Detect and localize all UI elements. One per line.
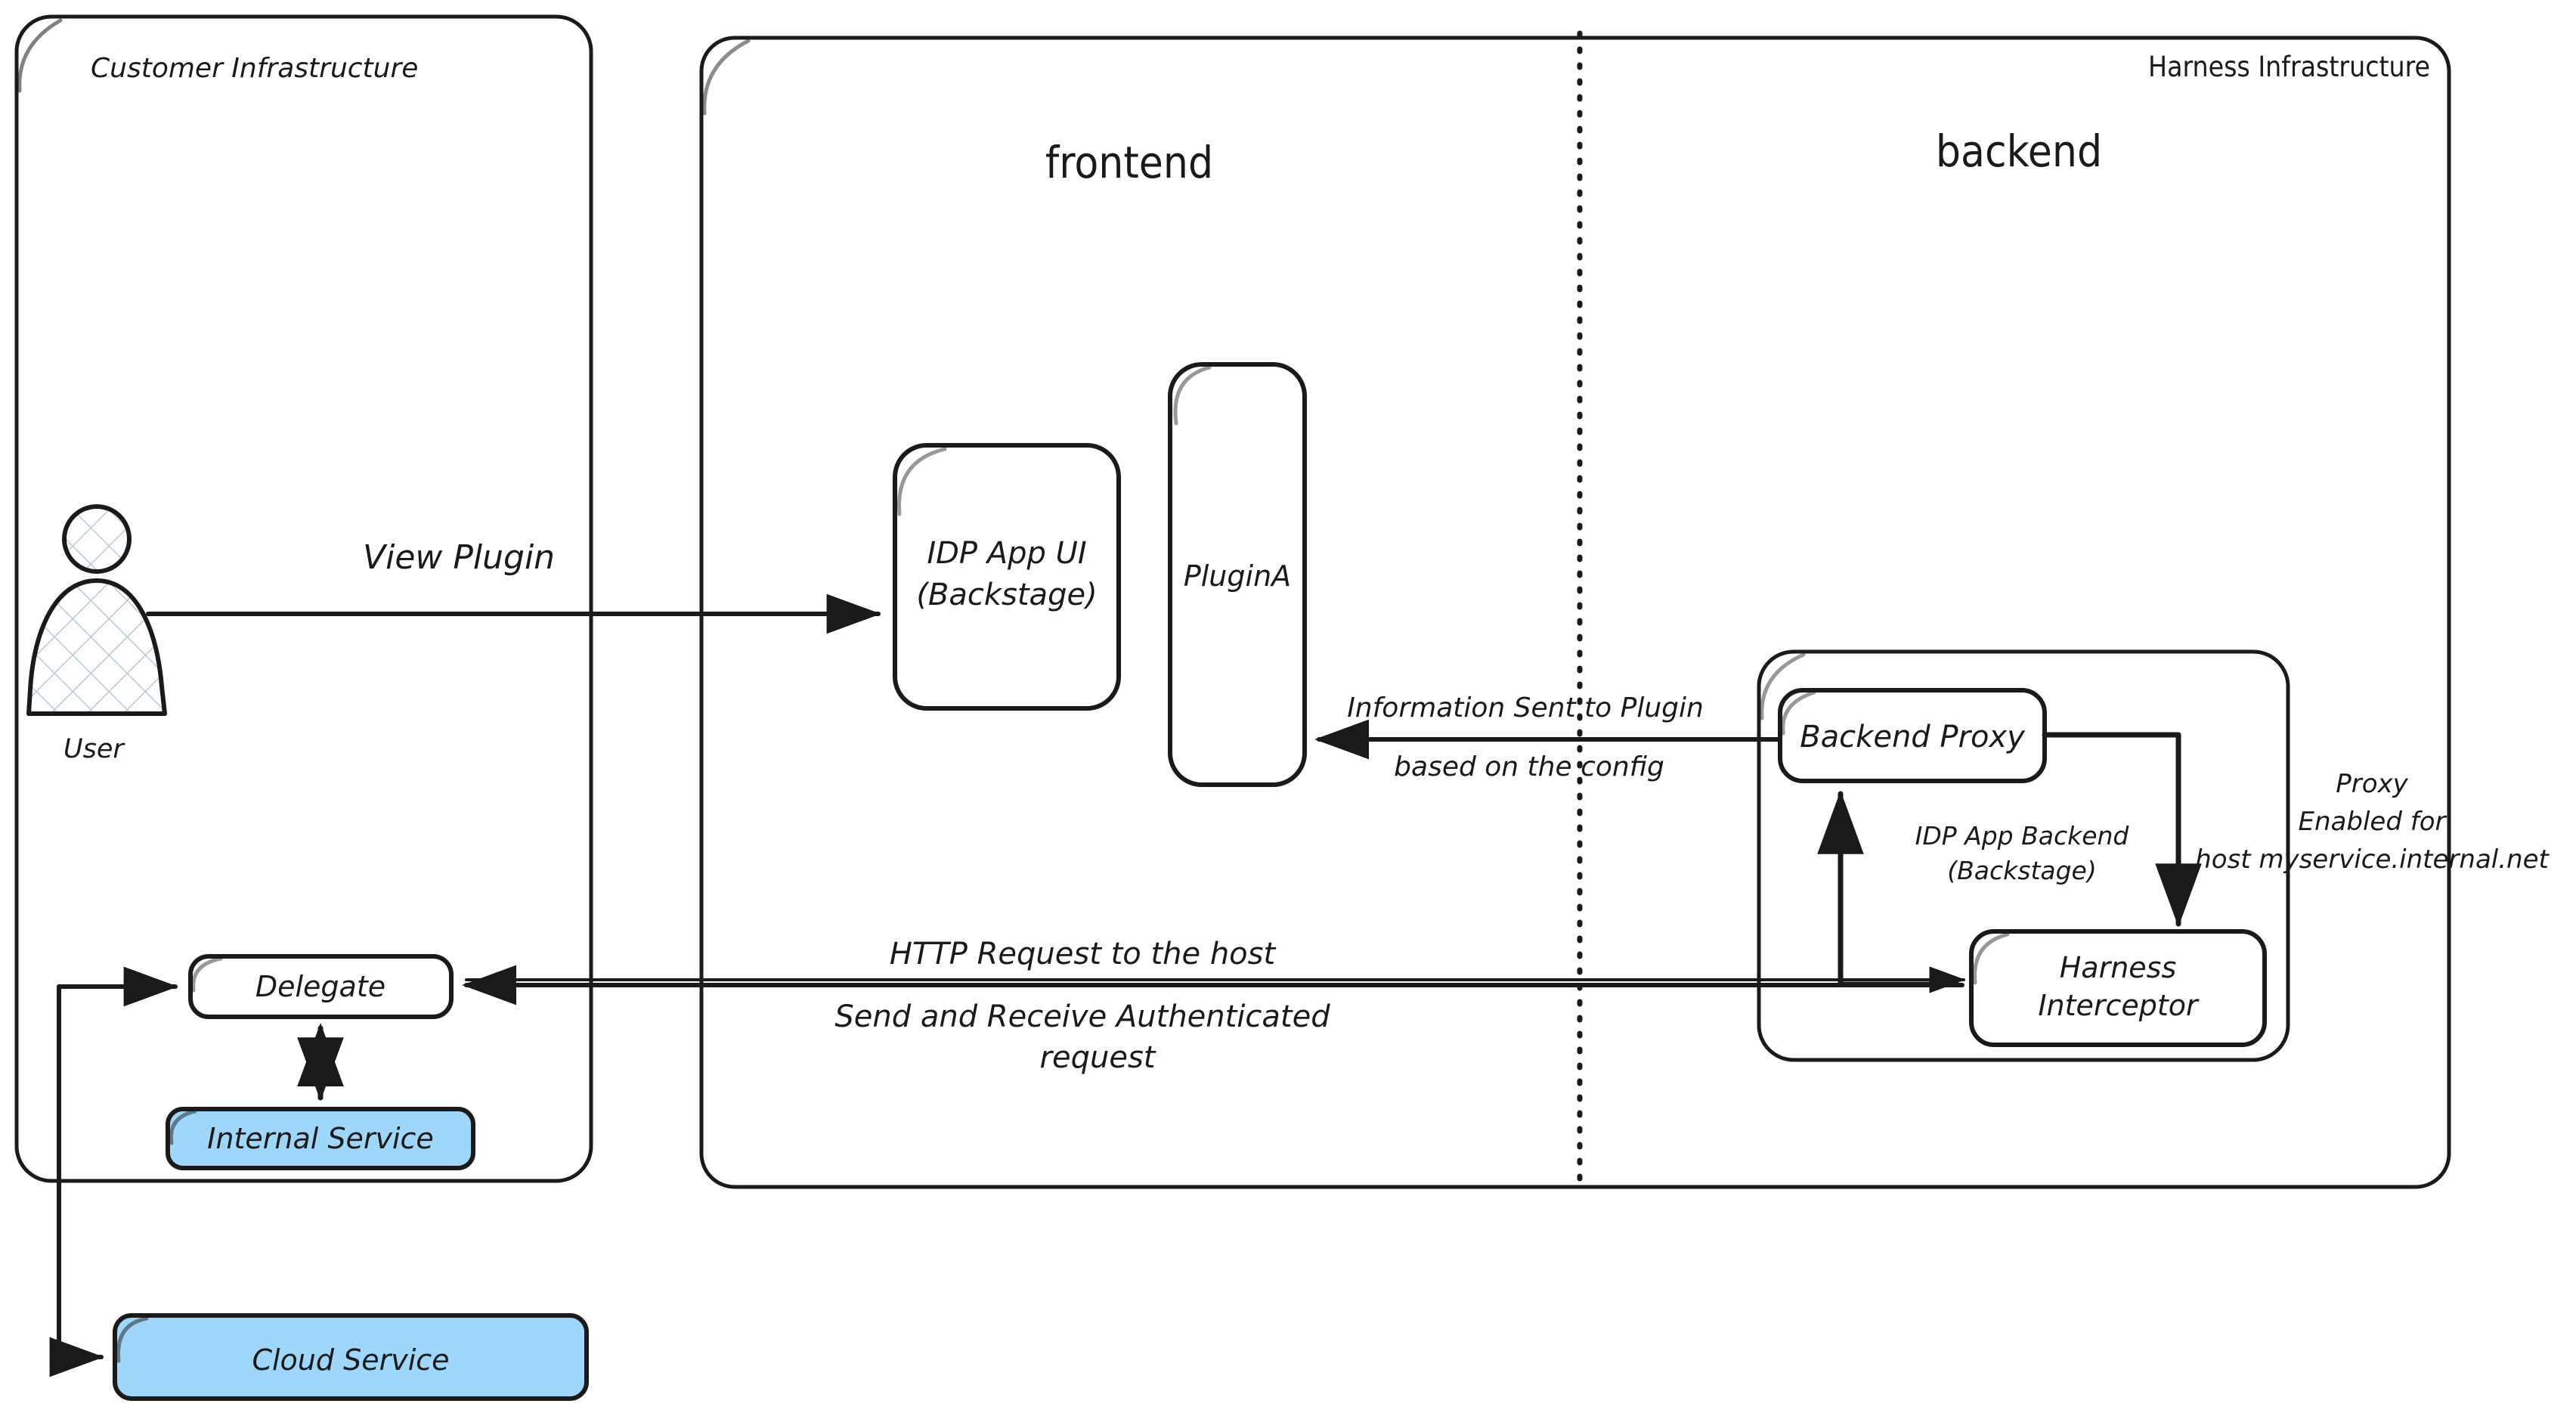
group-idp-app-backend: IDP App Backend (Backstage) <box>1757 649 2290 1062</box>
node-backend-proxy[interactable]: Backend Proxy <box>1778 688 2047 783</box>
node-internal-service[interactable]: Internal Service <box>166 1107 475 1170</box>
group-customer-infrastructure: Customer Infrastructure <box>14 14 593 1183</box>
edge-label-proxy-enabled-line1: Proxy <box>2336 769 2408 799</box>
node-delegate[interactable]: Delegate <box>188 954 454 1019</box>
node-label-cloud-service: Cloud Service <box>252 1343 449 1377</box>
edge-proxy-enabled: Proxy Enabled for host myservice.interna… <box>2042 732 2550 928</box>
edge-view-plugin: View Plugin <box>146 538 881 634</box>
node-label-idp-app-ui-line1: IDP App UI <box>927 536 1086 571</box>
group-label-idp-app-backend-line2: (Backstage) <box>1947 856 2096 885</box>
edge-label-proxy-enabled-line3: host myservice.internal.net <box>2195 844 2550 875</box>
user-icon-head <box>62 504 132 574</box>
edge-label-info-to-plugin-line1: Information Sent to Plugin <box>1347 693 1704 723</box>
node-label-internal-service: Internal Service <box>207 1122 434 1155</box>
edge-label-view-plugin: View Plugin <box>363 538 555 577</box>
user-label: User <box>63 734 125 764</box>
node-idp-app-ui[interactable]: IDP App UI (Backstage) <box>893 443 1121 711</box>
user-actor: User <box>26 504 167 764</box>
user-icon-body <box>26 578 167 716</box>
node-label-idp-app-ui-line2: (Backstage) <box>916 578 1097 612</box>
node-label-plugin-a: PluginA <box>1184 559 1291 593</box>
edge-label-http-request-line1: HTTP Request to the host <box>890 937 1277 971</box>
edge-label-info-to-plugin-line2: based on the config <box>1394 751 1664 782</box>
node-harness-interceptor[interactable]: Harness Interceptor <box>1969 929 2267 1047</box>
edge-label-http-request-line2: Send and Receive Authenticated <box>834 999 1330 1034</box>
node-label-backend-proxy: Backend Proxy <box>1800 720 2026 754</box>
node-cloud-service[interactable]: Cloud Service <box>113 1313 589 1401</box>
edge-label-proxy-enabled-line2: Enabled for <box>2299 807 2448 837</box>
group-label-harness-infrastructure: Harness Infrastructure <box>2148 51 2430 83</box>
edge-info-to-plugin: Information Sent to Plugin based on the … <box>1314 693 1780 782</box>
section-heading-frontend: frontend <box>1045 137 1213 188</box>
edge-http-request: HTTP Request to the host Send and Receiv… <box>462 937 1965 1075</box>
node-plugin-a[interactable]: PluginA <box>1168 362 1307 787</box>
group-label-idp-app-backend-line1: IDP App Backend <box>1915 821 2130 851</box>
node-label-delegate: Delegate <box>255 970 385 1003</box>
group-label-customer-infrastructure: Customer Infrastructure <box>91 53 418 84</box>
edge-label-http-request-line3: request <box>1040 1040 1156 1075</box>
section-heading-backend: backend <box>1936 125 2102 177</box>
node-label-harness-interceptor-line1: Harness <box>2060 951 2177 984</box>
node-label-harness-interceptor-line2: Interceptor <box>2038 989 2200 1022</box>
